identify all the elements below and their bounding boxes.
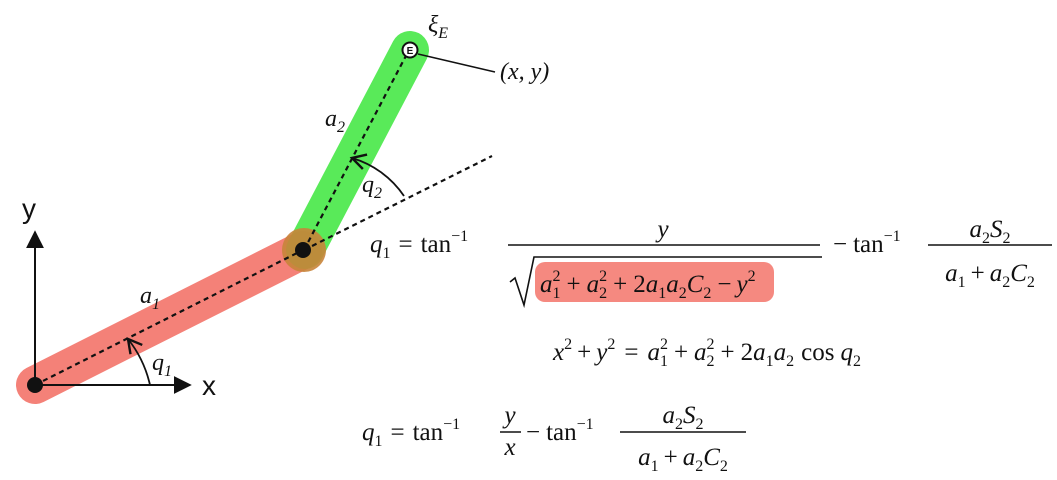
eq3-frac2-denominator: a1+a2C2 [638,444,728,475]
link2-label: a2 [325,106,345,136]
q2-angle-arc [349,153,405,197]
link1-label: a1 [140,283,160,313]
base-joint [27,377,43,393]
x-axis-label: x [202,370,216,401]
eq3-frac1-numerator: y [501,402,516,429]
equation-3: q1=tan−1 y x −tan−1 a2S2 a1+a2C2 [362,402,746,475]
q2-angle-label: q2 [362,172,382,202]
link1-extension [303,155,493,251]
elbow-joint [295,242,311,258]
eq3-frac2-numerator: a2S2 [663,402,704,433]
end-effector-frame-label: ξE [428,12,448,42]
eq1-frac1-numerator: y [654,216,669,243]
eq3-lhs: q1=tan−1 [362,416,460,450]
end-effector-marker [401,41,419,59]
end-effector-leader [417,53,496,73]
q1-angle-label: q1 [152,350,172,380]
end-effector-marker-label: E [407,46,414,57]
q1-angle-arc [126,337,151,386]
link2-centerline [303,49,410,251]
eq1-sqrt-sign [509,256,822,309]
eq3-frac1-denominator: x [503,434,515,461]
eq3-second-term: −tan−1 [526,416,594,446]
eq1-second-term: −tan−1 [833,228,901,258]
link1-body [16,231,322,404]
eq1-highlight-box [535,262,774,302]
eq1-lhs: q1=tan−1 [370,228,468,262]
eq1-frac2-denominator: a1+a2C2 [945,260,1035,291]
end-effector-point-label: (x, y) [500,59,549,85]
eq1-frac2-numerator: a2S2 [970,216,1011,247]
y-axis-label: y [22,193,36,224]
